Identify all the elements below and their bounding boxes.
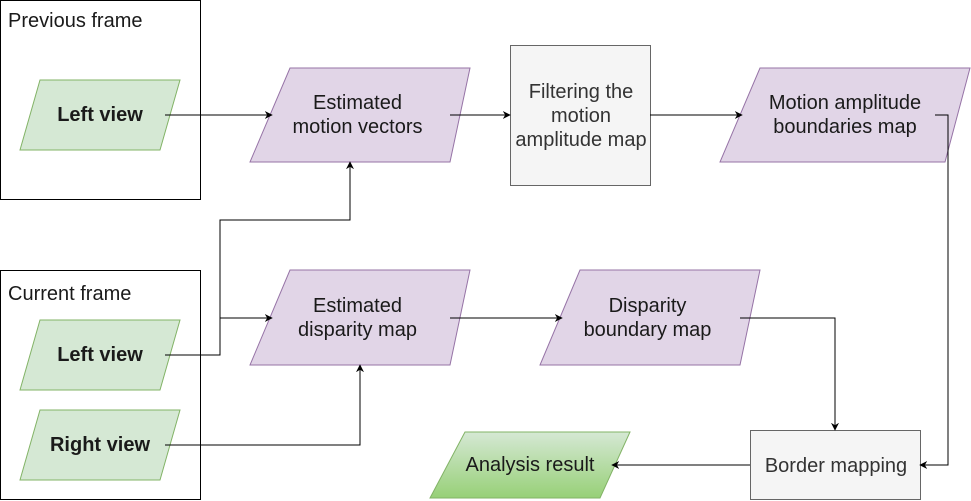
motion-amplitude-boundaries-label: Motion amplitude boundaries map: [768, 92, 922, 138]
arrow-boundaries-to-border-mapping: [919, 114, 949, 469]
disparity-boundary-map-shape: [539, 269, 761, 366]
analysis-result-label: Analysis result: [465, 454, 595, 476]
arrow-cur-left-to-motion-vectors: [165, 161, 354, 356]
disparity-boundary-map-label: Disparity boundary map: [583, 294, 712, 341]
border-mapping-label: Border mapping: [764, 454, 908, 477]
current-frame-label: Current frame: [8, 283, 132, 305]
previous-frame-label: Previous frame: [8, 10, 143, 32]
prev-left-view-shape: [19, 79, 181, 151]
arrow-boundary-to-border-mapping: [740, 317, 839, 431]
estimated-disparity-map-label: Estimated disparity map: [298, 294, 417, 341]
cur-left-view-shape: [19, 319, 181, 391]
analysis-result-shape: [429, 431, 631, 499]
estimated-motion-vectors-label: Estimated motion vectors: [292, 92, 423, 138]
estimated-motion-vectors-shape: [249, 67, 471, 163]
cur-right-view-label: Right view: [49, 434, 150, 456]
border-mapping-box: [750, 430, 921, 500]
prev-left-view-label: Left view: [57, 104, 143, 126]
estimated-disparity-map-shape: [249, 269, 471, 366]
filtering-label: Filtering the motion amplitude map: [515, 81, 647, 151]
arrow-right-view-to-disparity: [165, 364, 364, 446]
cur-right-view-shape: [19, 409, 181, 481]
motion-amplitude-boundaries-shape: [719, 67, 971, 163]
cur-left-view-label: Left view: [57, 344, 143, 366]
